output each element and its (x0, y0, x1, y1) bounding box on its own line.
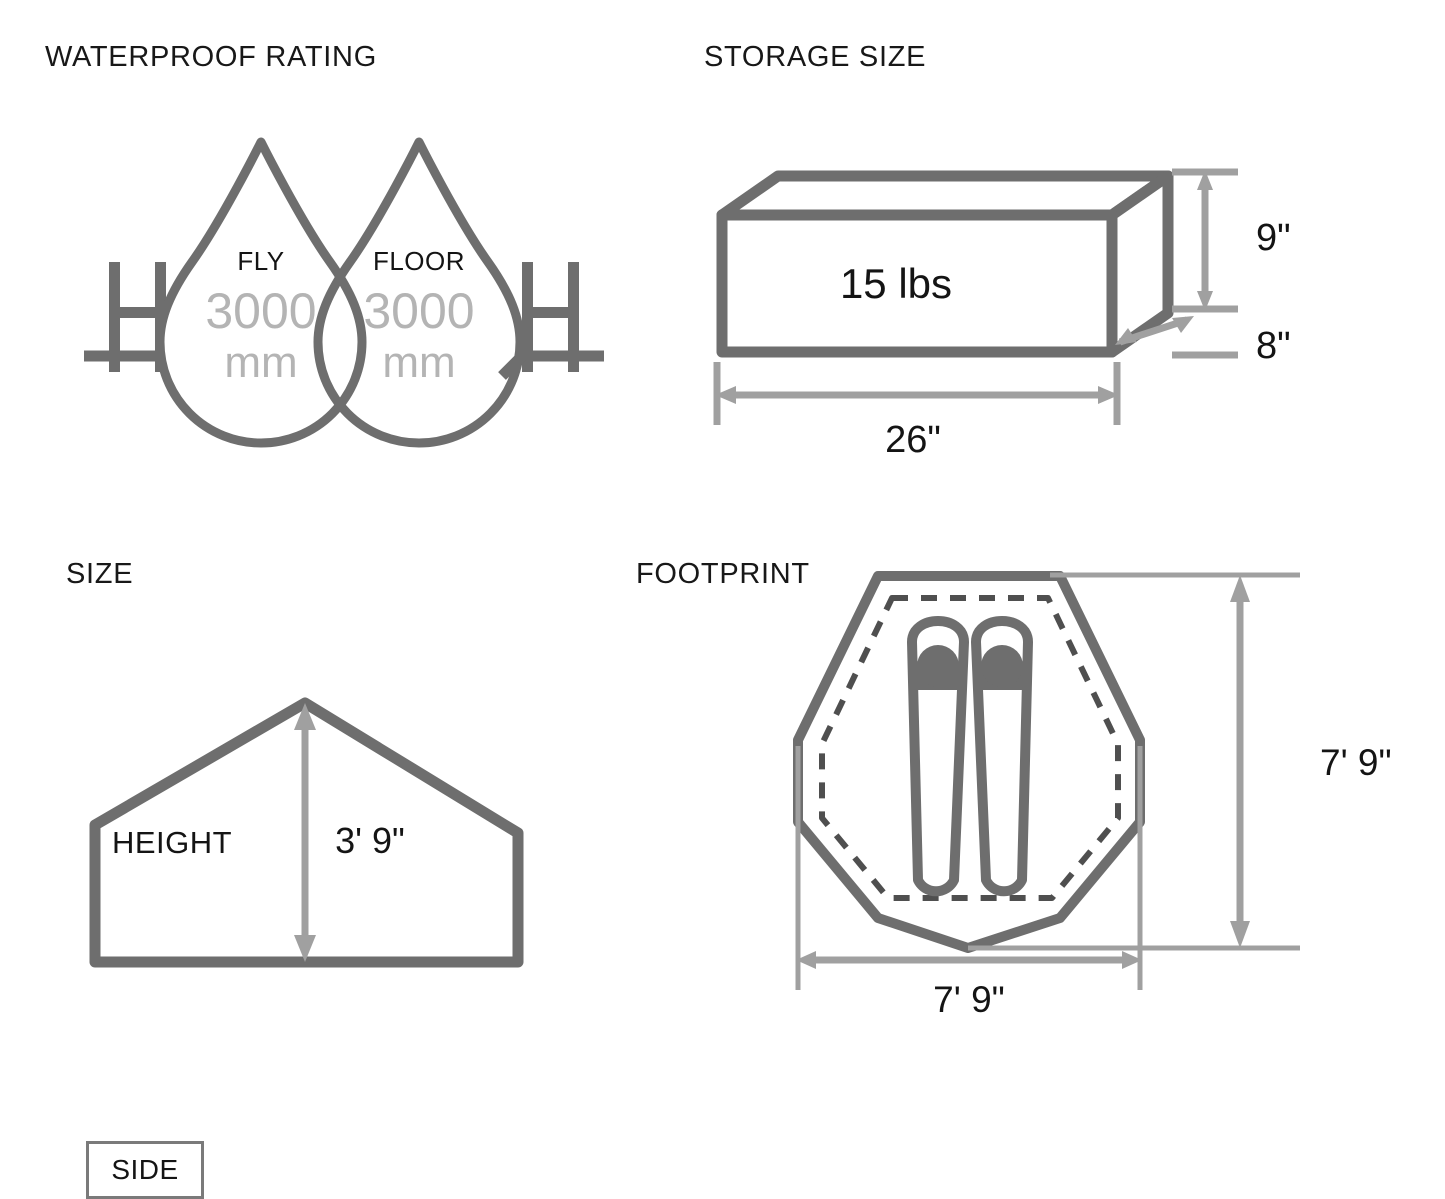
dimension-height-label: 9" (1256, 217, 1291, 259)
water-droplet-floor-icon (313, 137, 525, 448)
sleeping-bag-right-icon (971, 616, 1033, 897)
droplet-floor-unit: mm (382, 338, 455, 387)
height-value-label: 3' 9" (335, 820, 405, 861)
view-badge-label: SIDE (111, 1154, 179, 1185)
view-badge-side: SIDE (86, 1141, 204, 1199)
storage-size-illustration: 15 lbs 9" 8" (713, 168, 1291, 461)
dimension-depth-8in (1115, 316, 1238, 359)
droplet-fly-value: 3000 (205, 283, 316, 339)
dimension-depth-label: 8" (1256, 325, 1291, 367)
storage-bag-front-face (716, 209, 1118, 358)
sleeping-bag-left-icon (907, 616, 969, 897)
dimension-height-arrow (294, 703, 316, 962)
droplet-floor-value: 3000 (363, 283, 474, 339)
waterproof-rating-illustration: FLY 3000 mm FLOOR 3000 mm (84, 137, 604, 448)
dimension-length-label: 26" (885, 419, 941, 461)
panel-waterproof-rating: WATERPROOF RATING (0, 0, 660, 520)
droplet-floor-label: FLOOR (373, 246, 465, 276)
droplet-fly-label: FLY (237, 246, 284, 276)
footprint-length-label: 7' 9" (1320, 742, 1392, 783)
tent-floor-outline (793, 571, 1145, 953)
panel-title-storage-size: STORAGE SIZE (704, 41, 927, 73)
water-droplet-fly-icon (155, 137, 367, 448)
storage-weight-label: 15 lbs (840, 260, 952, 307)
footprint-illustration: 7' 9" 7' 9" (793, 571, 1392, 1020)
footprint-width-label: 7' 9" (933, 979, 1005, 1020)
panel-size: SIZE SIDE HEIGHT 3' 9" (0, 520, 620, 1199)
dimension-footprint-width (795, 746, 1143, 990)
panel-storage-size: STORAGE SIZE 15 lbs 9" (660, 0, 1445, 520)
bracket-right-h-icon (522, 262, 579, 372)
panel-title-size: SIZE (66, 558, 134, 590)
dimension-length-26in (713, 362, 1121, 425)
panel-footprint: FOOTPRINT (620, 520, 1445, 1044)
size-side-profile-illustration: HEIGHT 3' 9" (89, 697, 524, 968)
tent-footprint-dashed-outline (819, 595, 1121, 901)
droplet-fly-unit: mm (224, 338, 297, 387)
panel-title-waterproof-rating: WATERPROOF RATING (45, 41, 377, 73)
height-text-label: HEIGHT (112, 825, 232, 860)
dimension-height-9in (1172, 168, 1238, 313)
panel-title-footprint: FOOTPRINT (636, 558, 810, 590)
storage-bag-top-face (716, 170, 1174, 221)
dimension-footprint-length (968, 572, 1300, 951)
